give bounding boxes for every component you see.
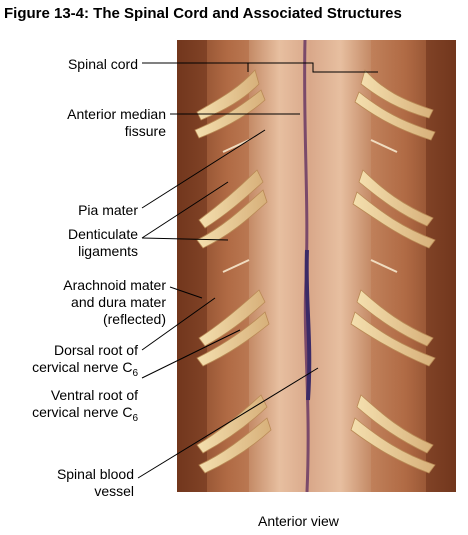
figure-title: Figure 13-4: The Spinal Cord and Associa…	[4, 5, 402, 22]
label-dorsal-root: Dorsal root of cervical nerve C6	[32, 342, 138, 379]
label-pia-mater: Pia mater	[78, 202, 138, 218]
spinal-cord-photo	[177, 40, 456, 492]
label-denticulate-ligaments: Denticulate ligaments	[67, 226, 138, 259]
label-spinal-cord: Spinal cord	[67, 56, 138, 72]
label-spinal-blood-vessel: Spinal blood vessel	[56, 466, 134, 499]
label-ventral-root: Ventral root of cervical nerve C6	[32, 387, 138, 424]
label-anterior-median-fissure: Anterior median fissure	[67, 106, 166, 139]
caption: Anterior view	[258, 513, 339, 529]
nerve-roots-right	[350, 69, 436, 474]
label-arachnoid-dura: Arachnoid mater and dura mater (reflecte…	[63, 277, 166, 327]
